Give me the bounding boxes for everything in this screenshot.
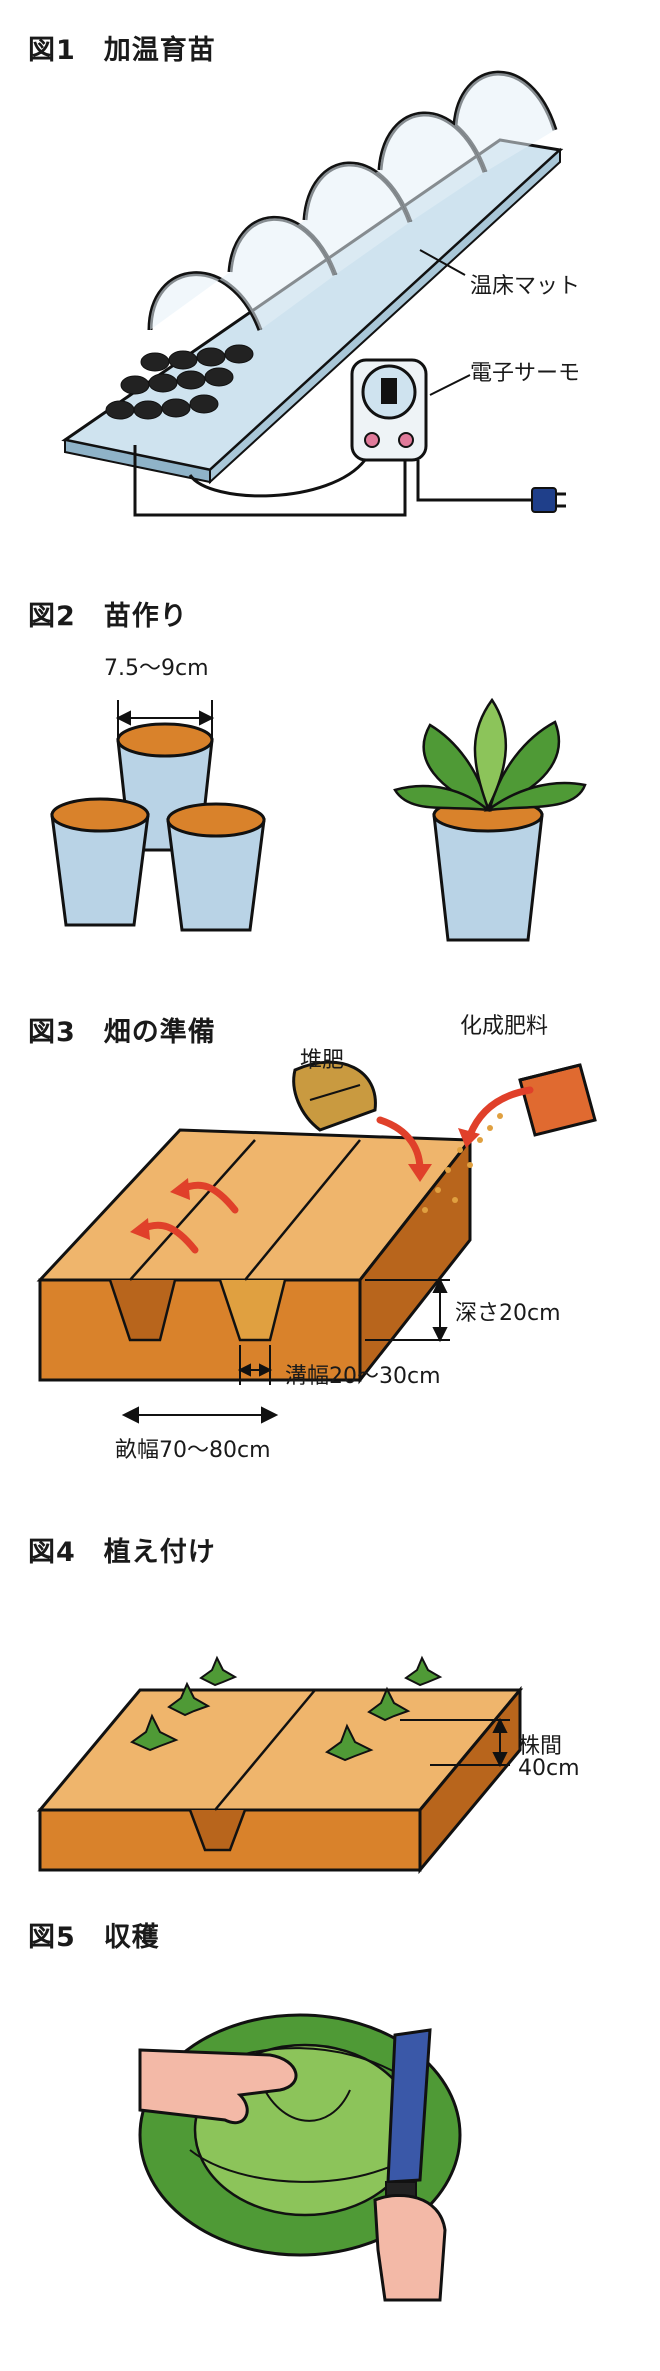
figure-1-title: 図1 加温育苗 bbox=[28, 35, 216, 66]
pot-size-dimension bbox=[115, 700, 215, 740]
thermostat-label: 電子サーモ bbox=[470, 361, 581, 386]
planted-seedlings bbox=[129, 1655, 443, 1762]
tunnel-cover bbox=[150, 73, 555, 330]
figure-4-title: 図4 植え付け bbox=[28, 1537, 216, 1568]
plant-spacing-dimension bbox=[400, 1717, 510, 1768]
ridge-width-label: 畝幅70〜80cm bbox=[115, 1438, 271, 1463]
prepared-field bbox=[36, 1128, 474, 1385]
planted-ridges bbox=[36, 1685, 524, 1875]
electronic-thermostat bbox=[350, 358, 428, 462]
arrow-heads bbox=[130, 1128, 480, 1240]
compost-basket bbox=[292, 1060, 377, 1132]
power-cables bbox=[133, 445, 535, 517]
plant-spacing-label-1: 株間 bbox=[518, 1734, 563, 1759]
figure-5-title: 図5 収穫 bbox=[28, 1922, 160, 1953]
fertilizer-bag bbox=[518, 1063, 597, 1137]
figure-5-illustration bbox=[138, 2013, 462, 2302]
fertilizer-label: 化成肥料 bbox=[460, 1014, 549, 1039]
depth-dimension bbox=[365, 1277, 450, 1343]
plant-spacing-label-2: 40cm bbox=[518, 1756, 580, 1781]
figure-2-title: 図2 苗作り bbox=[28, 601, 188, 632]
ridge-width-dimension bbox=[121, 1406, 279, 1424]
figure-4-illustration bbox=[36, 1655, 524, 1875]
fertilizer-sprinkle bbox=[422, 1113, 503, 1213]
power-plug bbox=[531, 487, 566, 513]
compost-label: 堆肥 bbox=[300, 1048, 345, 1073]
trench-width-dimension bbox=[237, 1345, 273, 1385]
seedling-pots bbox=[105, 344, 254, 420]
figure-3-title: 図3 畑の準備 bbox=[28, 1017, 216, 1048]
figure-3-illustration bbox=[36, 1060, 597, 1424]
seedling-pot-left bbox=[50, 797, 150, 927]
soil-turn-arrows bbox=[136, 1086, 534, 1254]
depth-label: 深さ20cm bbox=[455, 1301, 561, 1326]
seedling-with-leaves bbox=[393, 697, 587, 942]
knife-hand bbox=[373, 2193, 447, 2302]
heating-mat-label: 温床マット bbox=[470, 274, 581, 299]
figure-1-illustration bbox=[61, 70, 566, 517]
harvesting-hand bbox=[138, 2048, 298, 2125]
seedling-pot-right bbox=[166, 802, 266, 932]
pot-size-label: 7.5〜9cm bbox=[104, 656, 209, 681]
figure-2-illustration bbox=[50, 697, 587, 942]
trench-width-label: 溝幅20〜30cm bbox=[285, 1364, 441, 1389]
